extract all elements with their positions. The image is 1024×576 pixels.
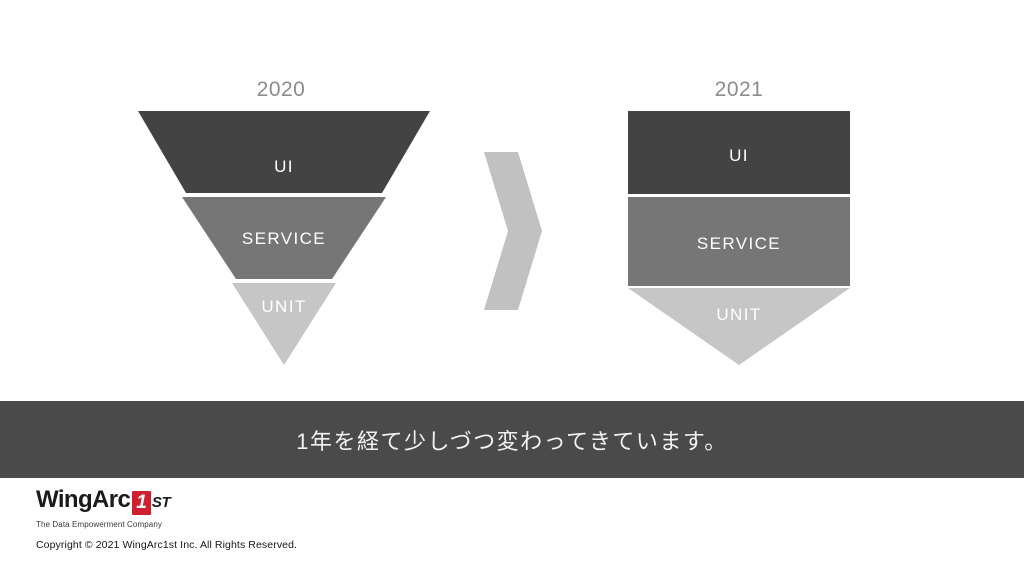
- logo-tagline: The Data Empowerment Company: [36, 520, 162, 529]
- stack-2021-label-ui: UI: [729, 146, 749, 165]
- chevron-right-icon: [482, 152, 542, 310]
- slide-footer: WingArc 1 ST The Data Empowerment Compan…: [0, 478, 1024, 576]
- logo-suffix-st: ST: [151, 494, 171, 511]
- copyright-text: Copyright © 2021 WingArc1st Inc. All Rig…: [36, 539, 298, 551]
- logo-mark: WingArc 1 ST: [36, 486, 171, 515]
- funnel-2020-segment-unit: [232, 283, 336, 365]
- stack-diagram-2021: UI SERVICE UNIT: [628, 111, 850, 365]
- funnel-2020-segment-ui: [138, 111, 430, 193]
- stack-2021-segment-unit: [628, 288, 850, 365]
- caption-text: 1年を経て少しづつ変わってきています。: [296, 428, 728, 454]
- logo-wordmark: WingArc: [36, 486, 131, 513]
- stack-2021-segment-service: SERVICE: [628, 197, 850, 286]
- year-label-2020: 2020: [256, 78, 306, 101]
- funnel-diagram-2020: UI SERVICE UNIT: [138, 111, 430, 365]
- logo-badge-one: 1: [132, 491, 151, 515]
- caption-band: 1年を経て少しづつ変わってきています。: [0, 401, 1024, 478]
- stack-2021-label-service: SERVICE: [696, 234, 782, 253]
- year-label-2021: 2021: [714, 78, 764, 101]
- wingarc-logo: WingArc 1 ST The Data Empowerment Compan…: [36, 486, 171, 530]
- funnel-2020-segment-service: [182, 197, 386, 279]
- stack-2021-segment-ui: UI: [628, 111, 850, 194]
